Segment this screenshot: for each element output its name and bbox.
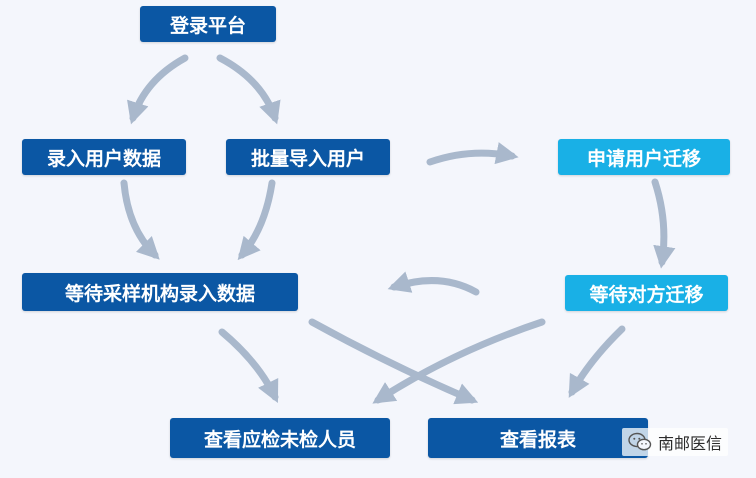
view-report-node: 查看报表 (428, 418, 648, 458)
arrow-apply-to-waitmig (651, 178, 676, 269)
apply-migration-node: 申请用户迁移 (558, 139, 730, 175)
watermark: 南邮医信 (622, 428, 729, 456)
arrow-waitmig-to-report (568, 325, 626, 398)
arrow-waitlab-to-unchecked (218, 328, 279, 404)
arrow-login-to-batch (216, 54, 281, 125)
login-node: 登录平台 (140, 6, 276, 42)
arrow-batch-to-waitlab (237, 179, 276, 261)
arrow-waitmig-to-unchecked (372, 318, 546, 404)
watermark-text: 南邮医信 (658, 434, 723, 453)
batch-import-node: 批量导入用户 (226, 139, 390, 175)
arrow-waitmig-to-waitlab (387, 271, 480, 296)
arrow-login-to-manual (127, 54, 189, 125)
arrow-waitlab-to-report (308, 318, 479, 405)
arrow-manual-to-waitlab (120, 179, 160, 260)
view-unchecked-node: 查看应检未检人员 (170, 418, 390, 458)
manual-entry-node: 录入用户数据 (22, 139, 186, 175)
wechat-icon (628, 432, 652, 451)
wait-lab-entry-node: 等待采样机构录入数据 (22, 273, 298, 311)
arrow-batch-to-apply (426, 142, 519, 166)
wait-migration-node: 等待对方迁移 (565, 275, 728, 311)
